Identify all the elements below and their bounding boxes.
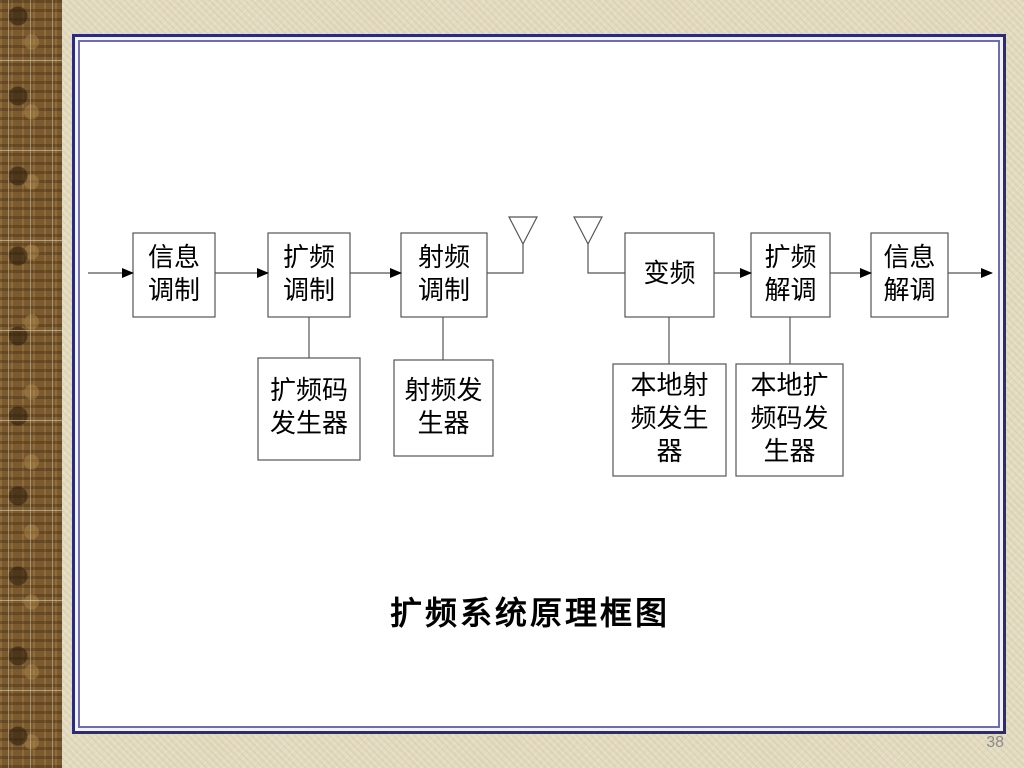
rx-antenna-icon [573,216,603,246]
box-rf-gen [393,359,494,457]
strip-grid-line [0,150,62,151]
box-info-mod [132,232,216,318]
strip-grid-line [0,240,62,241]
strip-grid-line [0,690,62,691]
tx-antenna-icon [508,216,538,246]
strip-grid-line [0,330,62,331]
diagram-caption: 扩频系统原理框图 [389,594,670,632]
strip-grid-vline [52,0,53,768]
strip-grid-line [0,600,62,601]
box-local-code-gen [735,363,844,477]
decorative-wood-strip [0,0,62,768]
rx-antenna-feed [587,244,625,274]
slide-content-area [78,40,1000,728]
box-rf-mod [400,232,488,318]
strip-grid-line [0,420,62,421]
box-spread-mod [267,232,351,318]
box-despread [750,232,831,318]
box-info-demod [870,232,949,318]
strip-grid-line [0,510,62,511]
tx-antenna-feed [487,244,524,274]
box-local-rf-gen [612,363,727,477]
strip-grid-line [0,60,62,61]
page-number: 38 [986,734,1004,751]
slide-frame [72,34,1006,734]
strip-grid-vline [30,0,31,768]
box-spread-code-gen [257,357,361,461]
box-freq-conv [624,232,715,318]
strip-grid-vline [8,0,9,768]
